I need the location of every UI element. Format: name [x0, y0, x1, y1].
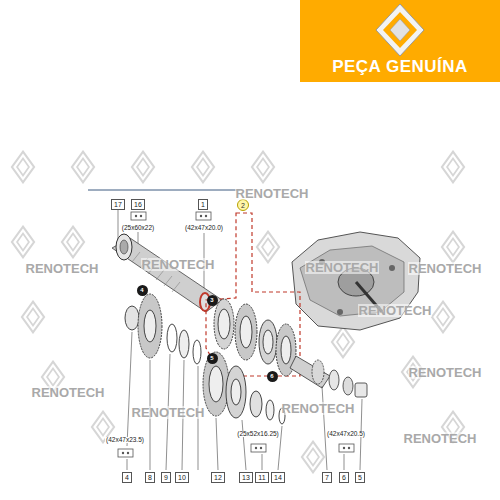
callout-number: 5: [358, 474, 362, 481]
callout-number: 6: [267, 371, 278, 382]
callout-number: 14: [274, 474, 282, 481]
callout-number: 5: [207, 353, 218, 364]
reference-box: 13: [239, 472, 253, 483]
dimension-label: (42x47x20.5): [326, 431, 366, 438]
leader-line: [127, 332, 362, 470]
gear: [125, 294, 285, 424]
watermark: RENOTECH: [281, 402, 356, 415]
callout-number: 12: [214, 474, 222, 481]
main-shaft: [112, 234, 222, 312]
reference-box: 7: [322, 472, 332, 483]
callout-number: 1: [201, 201, 205, 208]
callout-number: 11: [258, 474, 265, 481]
callout-number: 3: [207, 295, 218, 306]
reference-box: 9: [161, 472, 171, 483]
watermark: RENOTECH: [403, 432, 478, 445]
watermark: RENOTECH: [131, 406, 206, 419]
header-band: [300, 0, 500, 82]
callout-number: 10: [178, 474, 186, 481]
callout-number: 4: [125, 474, 129, 481]
callout-number: 7: [325, 474, 329, 481]
callout-number: 16: [134, 201, 142, 208]
ring-part: [290, 356, 367, 397]
dimension-label: (25x52x16.25): [236, 431, 280, 438]
header-title: PEÇA GENUÍNA: [332, 58, 468, 75]
watermark: RENOTECH: [25, 262, 100, 275]
header-rule: [88, 190, 240, 191]
renault-logo: [376, 4, 424, 56]
reference-box: 17: [111, 199, 125, 210]
dimension-label: (42x47x23.5): [105, 437, 145, 444]
bearing-icon: [118, 212, 354, 457]
dimension-label: (25x60x22): [121, 225, 156, 232]
callout-number: 4: [140, 287, 143, 293]
watermark: RENOTECH: [141, 258, 216, 271]
reference-box: 1: [198, 199, 208, 210]
watermark: RENOTECH: [408, 262, 483, 275]
watermark: RENOTECH: [305, 261, 380, 274]
callout-number: 9: [164, 474, 168, 481]
reference-box: 12: [211, 472, 225, 483]
reference-box: 10: [175, 472, 189, 483]
watermark: RENOTECH: [235, 187, 310, 200]
reference-box: 11: [255, 472, 268, 483]
reference-box: 5: [355, 472, 365, 483]
reference-box: 16: [131, 199, 145, 210]
dimension-label: (42x47x20.0): [184, 225, 224, 232]
reference-box: 6: [339, 472, 349, 483]
callout-number: 2: [241, 202, 245, 209]
callout-number: 8: [148, 474, 152, 481]
group-outline: [206, 213, 300, 376]
watermark: RENOTECH: [31, 386, 106, 399]
reference-box: 14: [271, 472, 285, 483]
reference-box: 8: [145, 472, 155, 483]
callout-number: 3: [210, 297, 213, 303]
callout-number: 4: [137, 285, 148, 296]
watermark: RENOTECH: [358, 304, 433, 317]
callout-number: 17: [114, 201, 122, 208]
watermark-logo: [12, 152, 464, 473]
group-callout: 2: [237, 199, 249, 211]
callout-number: 5: [210, 355, 213, 361]
callout-number: 6: [270, 373, 273, 379]
callout-number: 6: [342, 474, 346, 481]
watermark: RENOTECH: [408, 366, 483, 379]
reference-box: 4: [122, 472, 132, 483]
header-title-band: PEÇA GENUÍNA: [302, 58, 498, 75]
callout-number: 13: [242, 474, 250, 481]
